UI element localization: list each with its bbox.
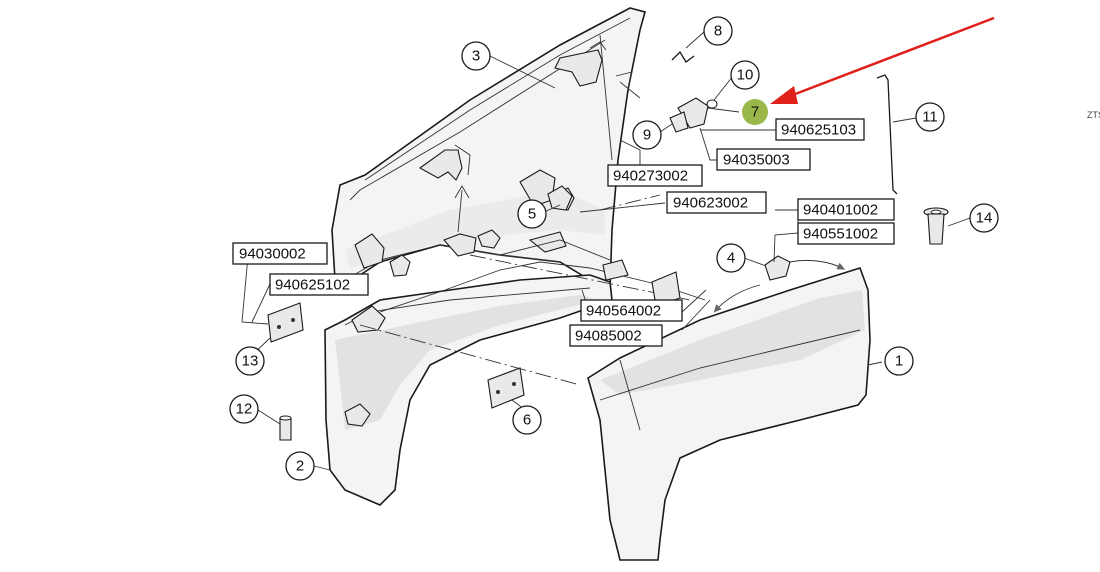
svg-text:3: 3 xyxy=(472,48,480,65)
callout-14: 14 xyxy=(969,203,999,233)
move-arrow-left xyxy=(713,284,761,313)
svg-text:94030002: 94030002 xyxy=(239,246,306,263)
callout-13: 13 xyxy=(235,346,265,376)
callout-11: 11 xyxy=(915,102,945,132)
callout-8: 8 xyxy=(703,16,733,46)
part-number-94085002: 94085002 xyxy=(569,324,663,347)
svg-text:6: 6 xyxy=(523,412,531,429)
callout-7-highlighted: 7 xyxy=(742,99,768,125)
part-number-940623002: 940623002 xyxy=(666,191,767,214)
svg-text:940625103: 940625103 xyxy=(781,122,856,139)
svg-text:1: 1 xyxy=(895,353,903,370)
leader-lines xyxy=(241,31,971,471)
callout-5: 5 xyxy=(517,199,547,229)
svg-text:14: 14 xyxy=(976,210,993,227)
part-number-940551002: 940551002 xyxy=(797,222,895,245)
clip-part-4 xyxy=(764,255,791,281)
svg-text:12: 12 xyxy=(236,401,253,418)
pin-part-12 xyxy=(279,417,292,441)
part-number-940625103: 940625103 xyxy=(775,118,865,141)
axis-line-3 xyxy=(599,194,661,211)
part-number-940564002: 940564002 xyxy=(580,299,683,322)
svg-text:7: 7 xyxy=(751,104,759,121)
callout-10: 10 xyxy=(730,60,760,90)
plate-small xyxy=(602,259,629,281)
svg-text:8: 8 xyxy=(714,23,722,40)
svg-text:940564002: 940564002 xyxy=(586,303,661,320)
svg-text:11: 11 xyxy=(922,109,938,126)
svg-text:4: 4 xyxy=(727,250,735,267)
move-arrow-right xyxy=(789,259,846,270)
red-arrow-icon xyxy=(770,16,995,104)
wire-clip-part-8 xyxy=(671,50,695,63)
plate-part-6 xyxy=(487,367,525,409)
rivet-nut-part-14 xyxy=(923,207,949,245)
bracket-part-5 xyxy=(547,185,573,211)
part-number-940273002: 940273002 xyxy=(607,164,703,187)
callout-6: 6 xyxy=(512,405,542,435)
svg-text:13: 13 xyxy=(242,353,259,370)
callout-3: 3 xyxy=(461,41,491,71)
callout-1: 1 xyxy=(884,346,914,376)
svg-text:94085002: 94085002 xyxy=(575,328,642,345)
part-number-940401002: 940401002 xyxy=(797,198,895,221)
svg-text:2: 2 xyxy=(296,458,304,475)
hinge-parts-7-9-10 xyxy=(669,97,718,133)
callout-4: 4 xyxy=(716,243,746,273)
part-number-940625102: 940625102 xyxy=(269,273,369,296)
callout-9: 9 xyxy=(632,120,662,150)
svg-text:940625102: 940625102 xyxy=(275,277,350,294)
axis-line-1 xyxy=(359,324,581,386)
svg-text:940273002: 940273002 xyxy=(613,168,688,185)
edge-label: ZTS xyxy=(1087,110,1100,120)
svg-text:9: 9 xyxy=(643,127,651,144)
part-number-94035003: 94035003 xyxy=(716,148,811,171)
part-number-94030002: 94030002 xyxy=(232,242,328,265)
callout-12: 12 xyxy=(229,394,259,424)
svg-text:940623002: 940623002 xyxy=(673,195,748,212)
svg-text:94035003: 94035003 xyxy=(723,152,790,169)
callout-2: 2 xyxy=(285,451,315,481)
plate-part-13 xyxy=(267,302,304,343)
svg-text:940401002: 940401002 xyxy=(803,202,878,219)
svg-text:5: 5 xyxy=(528,206,536,223)
plate-right xyxy=(651,271,681,307)
upper-panel-part-3 xyxy=(331,7,646,292)
svg-text:10: 10 xyxy=(737,67,754,84)
svg-text:940551002: 940551002 xyxy=(803,226,878,243)
rod-part-11 xyxy=(876,74,898,195)
